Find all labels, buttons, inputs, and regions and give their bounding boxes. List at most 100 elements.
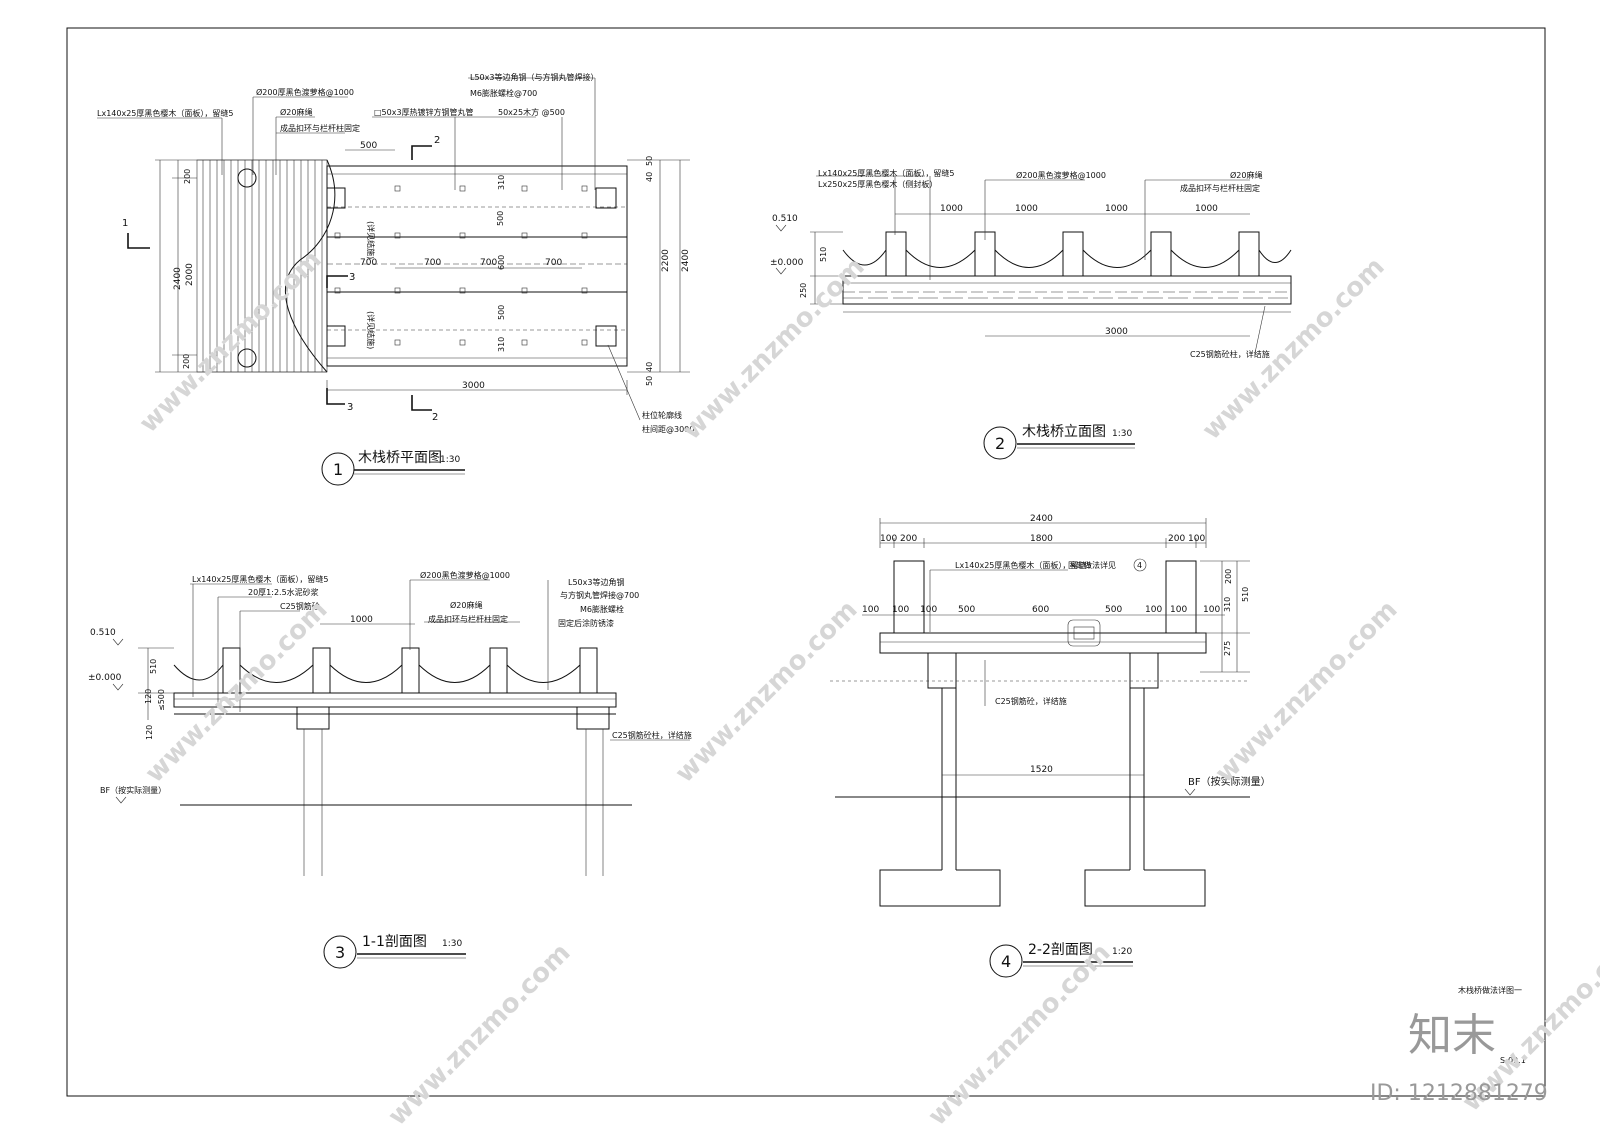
sec22-detail-ref: 4 <box>1137 561 1142 570</box>
elev-deck <box>842 275 1292 305</box>
plan-dim-2400-left: 2400 <box>173 267 183 290</box>
sec11-note-weld: 与方钢丸管焊接@700 <box>560 590 639 600</box>
sec22-dim-m8: 100 <box>1170 605 1187 615</box>
elev-dim-510: 510 <box>819 247 828 262</box>
section-1-1-view: 1000 510 120 120 ≤500 0.510 ±0.000 BF（按实… <box>88 570 692 969</box>
plan-dim-50a: 50 <box>645 156 654 166</box>
elev-note-column: C25钢筋砼柱，详结施 <box>1190 349 1270 359</box>
plan-bolts <box>334 185 588 346</box>
sec22-dim-m2: 100 <box>892 605 909 615</box>
plan-break-curve <box>285 159 336 373</box>
elev-dim-1000c: 1000 <box>1105 204 1128 214</box>
sec11-rope <box>173 664 581 683</box>
sec11-note-mortar: 20厚1:2.5水泥砂浆 <box>248 587 319 597</box>
watermark-1: www.znzmo.com <box>134 245 328 439</box>
watermark-3: www.znzmo.com <box>1197 252 1391 446</box>
plan-dim-700a: 700 <box>360 258 377 268</box>
plan-note-bolt: M6膨胀螺栓@700 <box>470 88 537 98</box>
plan-dim-2200: 2200 <box>661 249 671 272</box>
sec11-level-2: ±0.000 <box>88 673 122 683</box>
plan-dim-40a: 40 <box>645 172 654 182</box>
elev-level-1: 0.510 <box>772 214 798 224</box>
plan-dim-700b: 700 <box>424 258 441 268</box>
watermark-8: www.znzmo.com <box>923 938 1117 1131</box>
plan-dim-2400-right: 2400 <box>681 249 691 272</box>
plan-vert-note-b: (详见结施) <box>366 311 376 349</box>
view-4-circle <box>989 944 1023 978</box>
brand-id: ID: 1212881279 <box>1370 1081 1548 1106</box>
sec22-dim-100a: 100 <box>880 534 897 544</box>
plan-dim-2000: 2000 <box>185 263 195 286</box>
sec22-footing-right <box>1084 869 1206 907</box>
sec22-dim-100b: 100 <box>1188 534 1205 544</box>
elev-note-rope: Ø20麻绳 <box>1230 170 1262 180</box>
sec22-dim-r200: 200 <box>1224 569 1233 584</box>
elev-dim-250: 250 <box>799 283 808 298</box>
plan-dim-50b: 50 <box>645 376 654 386</box>
view-1-circle <box>321 452 355 486</box>
elev-note-post: Ø200黑色渡萝格@1000 <box>1016 170 1106 180</box>
plan-dim-40b: 40 <box>645 362 654 372</box>
plan-dim-500a: 500 <box>496 211 505 226</box>
sec11-dim-120a: 120 <box>144 689 153 704</box>
plan-frame <box>326 165 628 367</box>
plan-note-tube: □50x3厚热镀锌方钢管丸管 <box>374 107 474 117</box>
view-3-circle <box>323 935 357 969</box>
watermark-2: www.znzmo.com <box>677 252 871 446</box>
sheet-number: S-09.1 <box>1500 1056 1526 1065</box>
sec11-dim-500: ≤500 <box>157 689 166 711</box>
plan-mark-2-bottom: 2 <box>432 412 438 423</box>
sec22-dim-m9: 100 <box>1203 605 1220 615</box>
plan-view: 2400 2000 200 200 2200 2400 500 700 700 … <box>97 72 694 486</box>
plan-vert-note-a: (详见结施) <box>366 221 376 259</box>
sec11-level-1: 0.510 <box>90 628 116 638</box>
view-3-scale: 1:30 <box>442 939 462 949</box>
sec11-note-rope: Ø20麻绳 <box>450 600 482 610</box>
sec22-dim-m3: 100 <box>920 605 937 615</box>
sec22-note-concrete: C25钢筋砼，详结施 <box>995 696 1067 706</box>
sec11-dim-510: 510 <box>149 659 158 674</box>
sec22-dim-m4: 500 <box>958 605 975 615</box>
sec22-dim-r275: 275 <box>1223 641 1232 656</box>
plan-dim-700d: 700 <box>545 258 562 268</box>
plan-note-board: Lx140x25厚黑色樱木（面板），留缝5 <box>97 108 233 118</box>
sec22-dim-m5: 600 <box>1032 605 1049 615</box>
view-3-title: 1-1剖面图 <box>362 934 427 950</box>
plan-dim-200b: 200 <box>182 354 191 369</box>
sec22-dim-200b: 200 <box>1168 534 1185 544</box>
watermarks: www.znzmo.com www.znzmo.com www.znzmo.co… <box>134 245 1600 1131</box>
view-2-title: 木栈桥立面图 <box>1022 424 1106 440</box>
sec11-note-ring: 成品扣环与栏杆柱固定 <box>428 614 508 624</box>
sec22-dim-m7: 100 <box>1145 605 1162 615</box>
sec22-dim-r310: 310 <box>1223 597 1232 612</box>
plan-note-post: Ø200厚黑色渡萝格@1000 <box>256 87 354 97</box>
sec11-deck <box>173 692 617 708</box>
sec22-note-board: Lx140x25厚黑色樱木（面板），留缝5 <box>955 560 1091 570</box>
sec22-dim-1520: 1520 <box>1030 765 1053 775</box>
sec22-dim-200a: 200 <box>900 534 917 544</box>
plan-side-note-1: 柱位轮廓线 <box>642 410 682 420</box>
watermark-4: www.znzmo.com <box>140 595 334 789</box>
sec11-note-bolt: M6膨胀螺栓 <box>580 604 624 614</box>
plan-side-note-2: 柱间距@3000 <box>642 424 694 434</box>
view-1-title: 木栈桥平面图 <box>358 450 442 466</box>
sec11-note-column: C25钢筋砼柱，详结施 <box>612 730 692 740</box>
sec11-dim-1000: 1000 <box>350 615 373 625</box>
sec11-note-angle: L50x3等边角钢 <box>568 577 624 587</box>
elevation-view: 1000 1000 1000 1000 3000 510 250 0.510 ±… <box>770 168 1292 460</box>
plan-note-ring: 成品扣环与栏杆柱固定 <box>280 123 360 133</box>
sec11-note-concrete: C25钢筋砼 <box>280 601 320 611</box>
sec11-ground: BF（按实际测量） <box>100 785 166 795</box>
view-2-num: 2 <box>995 434 1005 453</box>
elev-note-board: Lx140x25厚黑色樱木（面板），留缝5 <box>818 168 954 178</box>
plan-mark-3-bottom: 3 <box>347 402 353 413</box>
plan-dim-500: 500 <box>360 141 377 151</box>
sec22-dim-2400: 2400 <box>1030 514 1053 524</box>
view-3-num: 3 <box>335 943 345 962</box>
sec22-dim-1800: 1800 <box>1030 534 1053 544</box>
plan-dim-600: 600 <box>497 255 506 270</box>
view-2-scale: 1:30 <box>1112 429 1132 439</box>
plan-mark-2-top: 2 <box>434 135 440 146</box>
view-1-scale: 1:30 <box>440 455 460 465</box>
sec22-dim-r510: 510 <box>1241 587 1250 602</box>
